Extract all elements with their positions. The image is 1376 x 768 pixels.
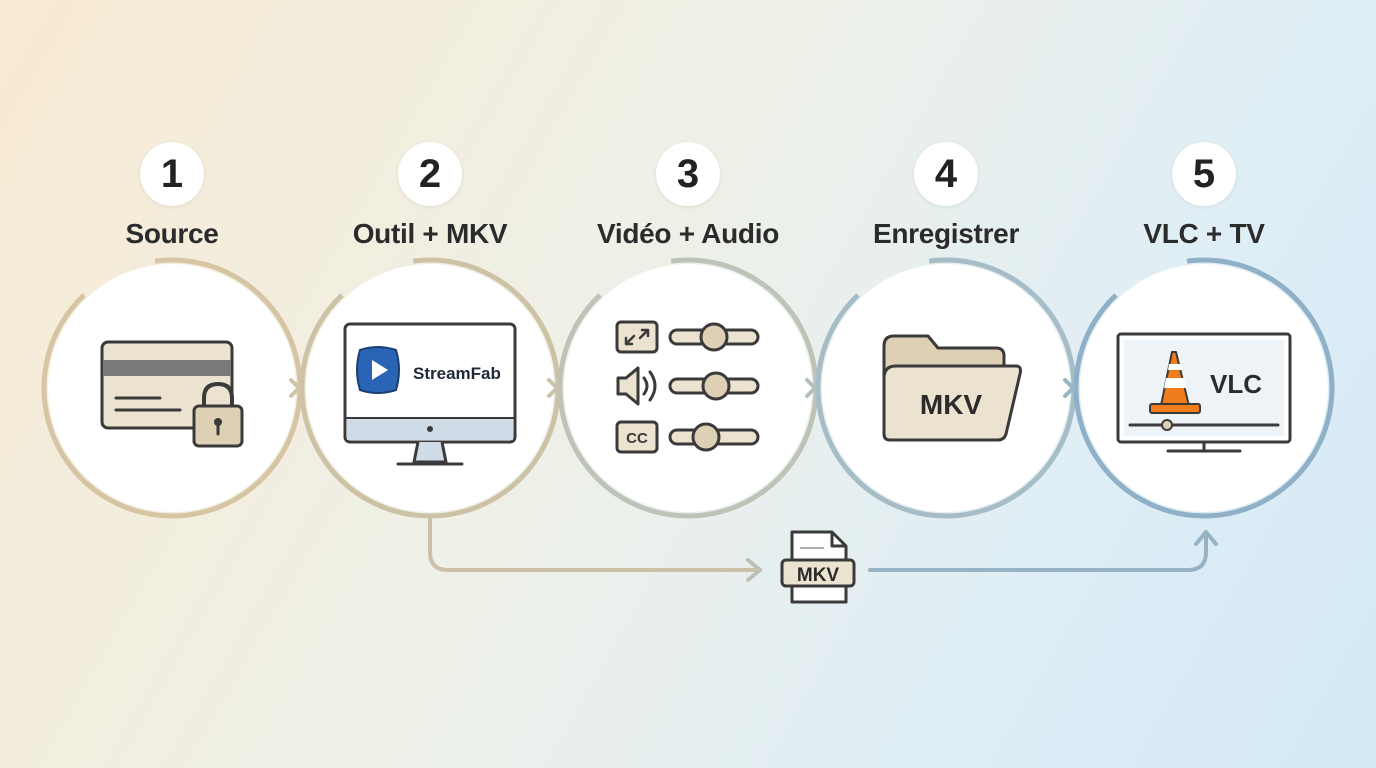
streamfab-label: StreamFab	[413, 364, 501, 383]
step-title-5: VLC + TV	[1143, 218, 1265, 249]
folder-label: MKV	[920, 389, 983, 420]
chevron-4-5	[1063, 378, 1075, 398]
chevron-3-4	[805, 378, 817, 398]
flow-arrow-right	[868, 530, 1208, 572]
step-number-3: 3	[656, 142, 720, 206]
subtitles-icon: CC	[615, 420, 659, 454]
slider-icon	[668, 322, 760, 352]
speaker-icon	[616, 366, 657, 406]
file-icon	[780, 530, 856, 604]
vlc-label: VLC	[1210, 369, 1262, 399]
step-number-1: 1	[140, 142, 204, 206]
step-number-5: 5	[1172, 142, 1236, 206]
subtitles-badge: CC	[626, 430, 648, 447]
streamfab-logo-icon	[356, 346, 400, 394]
step-title-3: Vidéo + Audio	[596, 218, 779, 249]
flow-arrow-left	[428, 516, 762, 572]
vlc-cone-icon	[1149, 351, 1201, 414]
step-number-4: 4	[914, 142, 978, 206]
folder-icon	[882, 334, 1022, 442]
lock-icon	[192, 381, 244, 448]
step-title-1: Source	[125, 218, 219, 249]
chevron-1-2	[289, 378, 301, 398]
slider-icon	[668, 422, 760, 452]
step-title-4: Enregistrer	[872, 218, 1020, 249]
step-title-2: Outil + MKV	[352, 218, 508, 249]
chevron-2-3	[547, 378, 559, 398]
slider-icon	[668, 371, 760, 401]
flow-arrow-left-head	[746, 558, 762, 582]
monitor-icon	[343, 322, 517, 466]
file-label: MKV	[797, 565, 840, 586]
tv-icon	[1116, 332, 1292, 453]
resize-icon	[615, 320, 659, 354]
step-number-2: 2	[398, 142, 462, 206]
flow-arrow-right-head	[1194, 530, 1218, 546]
